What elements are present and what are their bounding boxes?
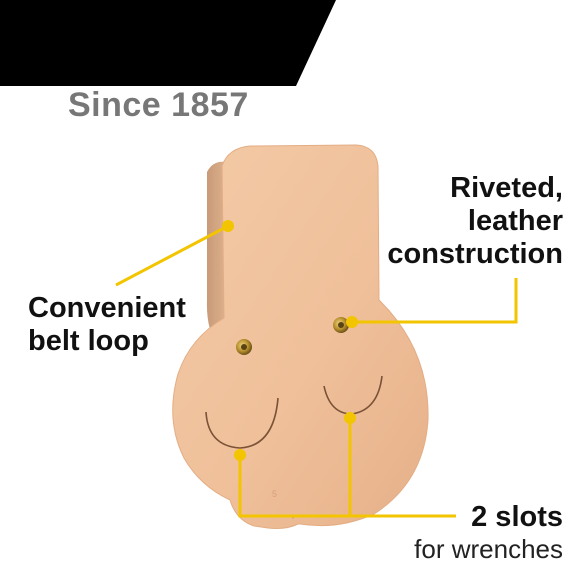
slots-title: 2 slots bbox=[471, 501, 563, 533]
brand-banner bbox=[0, 0, 336, 86]
wrench-slots-callout: 2 slots for wrenches bbox=[414, 500, 563, 564]
slots-subtitle: for wrenches bbox=[414, 534, 563, 564]
svg-text:•: • bbox=[292, 516, 294, 522]
riveted-construction-callout: Riveted, leather construction bbox=[387, 172, 563, 271]
since-1857-tagline: Since 1857 bbox=[68, 86, 249, 124]
belt-loop-line-1: Convenient bbox=[28, 292, 186, 324]
belt-loop-leader-line bbox=[115, 224, 229, 287]
belt-loop-line-2: belt loop bbox=[28, 325, 149, 357]
riveted-leader-line bbox=[352, 278, 518, 324]
riveted-line-2: leather bbox=[467, 205, 563, 237]
riveted-line-3: construction bbox=[387, 238, 563, 270]
leather-body bbox=[172, 144, 429, 529]
belt-loop-callout: Convenient belt loop bbox=[28, 292, 186, 358]
callout-lines bbox=[115, 224, 518, 518]
wrench-slot-left bbox=[205, 397, 279, 449]
slots-leader-line bbox=[238, 455, 456, 518]
riveted-line-1: Riveted, bbox=[450, 172, 563, 204]
svg-text:5: 5 bbox=[272, 489, 277, 499]
